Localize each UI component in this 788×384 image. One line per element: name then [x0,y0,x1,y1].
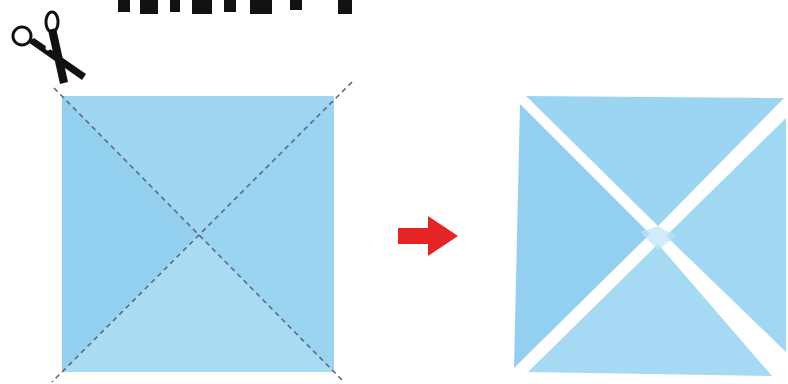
square-after-cut [514,96,786,376]
right-arrow-icon [398,216,458,256]
cropped-heading-fragment [118,0,352,14]
square-before-cut [52,82,352,382]
scissors-icon [13,12,86,84]
